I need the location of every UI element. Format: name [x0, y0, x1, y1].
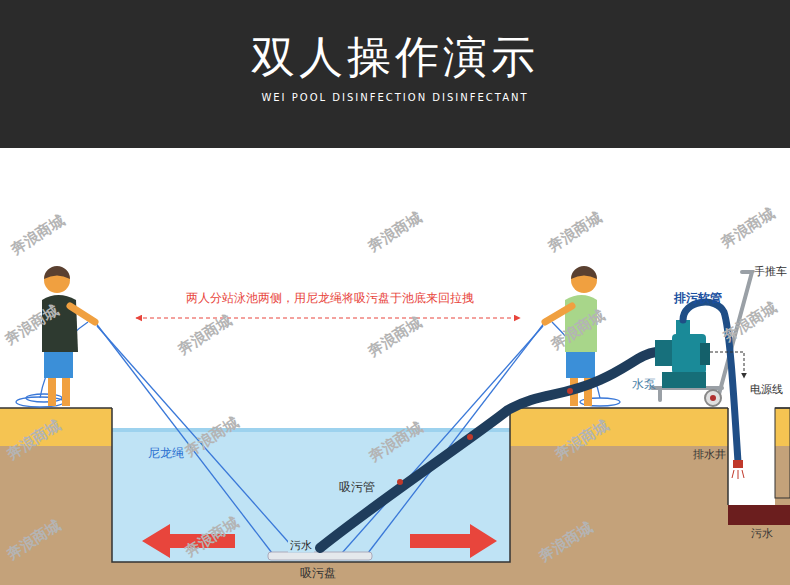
cart-wheel [705, 390, 721, 406]
watermark: 奔浪商城 [8, 211, 69, 259]
hose-joints [397, 388, 573, 485]
suction-disc [268, 552, 372, 560]
ground-line [0, 407, 790, 409]
watermark: 奔浪商城 [175, 311, 236, 359]
sewage-label: 污水 [288, 538, 314, 553]
watermark: 奔浪商城 [545, 208, 606, 256]
watermark: 奔浪商城 [365, 208, 426, 256]
right-arrow [410, 524, 497, 558]
nylon-rope [16, 322, 620, 553]
wheel-hub [710, 395, 716, 401]
well-wall [775, 408, 790, 498]
sewage-label: 污水 [751, 526, 773, 541]
disc-label: 吸污盘 [300, 565, 336, 582]
left-person [42, 266, 95, 406]
watermark: 奔浪商城 [365, 313, 426, 361]
hose-label: 排污软管 [674, 290, 722, 307]
header-band [0, 0, 790, 148]
power-cord [710, 352, 744, 378]
instruction-note: 两人分站泳池两侧，用尼龙绳将吸污盘于池底来回拉拽 [186, 290, 474, 307]
sand-far [775, 408, 790, 446]
cart-label: 手推车 [754, 264, 787, 279]
distance-arrow [136, 318, 520, 319]
watermark: 奔浪商城 [718, 204, 779, 252]
power-label: 电源线 [750, 382, 783, 397]
hose-outlet [733, 460, 743, 468]
pump-label: 水泵 [632, 376, 656, 393]
outflow [732, 470, 744, 479]
suction-hose-label: 吸污管 [339, 479, 375, 496]
subtitle: WEI POOL DISINFECTION DISINFECTANT [0, 92, 790, 103]
sand-right [510, 408, 728, 446]
well-label: 排水井 [693, 447, 726, 462]
rope-label: 尼龙绳 [148, 445, 184, 462]
title: 双人操作演示 [0, 28, 790, 87]
cart-handle [742, 270, 752, 274]
well-edge [727, 408, 729, 505]
pump [655, 320, 710, 388]
suction-hose [320, 352, 656, 548]
sewage [728, 505, 790, 525]
